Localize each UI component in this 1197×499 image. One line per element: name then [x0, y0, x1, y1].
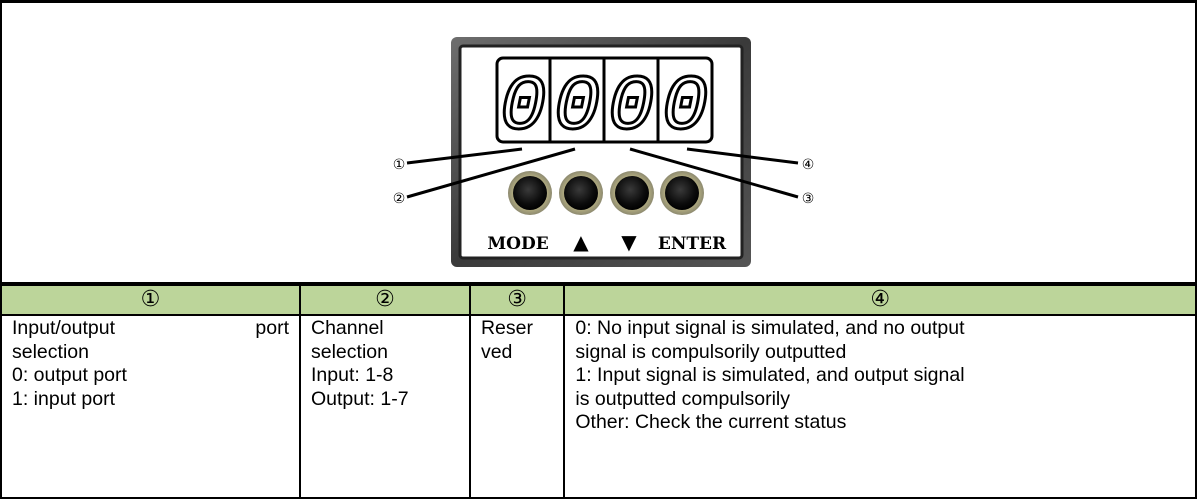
settings-table: ① ② ③ ④ Input/output port selection 0: o… [0, 284, 1197, 499]
mode-label: MODE [487, 234, 548, 254]
up-arrow-icon: ▲ [573, 230, 589, 254]
down-arrow-icon: ▼ [621, 230, 637, 254]
port-selection-cell: Input/output port selection 0: output po… [1, 315, 300, 498]
channel-selection-cell: Channel selection Input: 1-8 Output: 1-7 [300, 315, 470, 498]
channel-label-2: selection [311, 341, 459, 365]
port-option-output: 0: output port [12, 364, 289, 388]
table-header-row: ① ② ③ ④ [1, 285, 1196, 315]
reserved-text-1: Reser [481, 317, 553, 341]
signal-mode-line-5: Other: Check the current status [575, 411, 1185, 435]
channel-output-range: Output: 1-7 [311, 388, 459, 412]
port-selection-line: selection [12, 341, 289, 365]
port-option-input: 1: input port [12, 388, 289, 412]
port-selection-title-left: Input/output [12, 317, 115, 341]
down-button[interactable] [610, 171, 654, 215]
mode-button[interactable] [508, 171, 552, 215]
digit-4: 0 [662, 64, 709, 152]
reserved-text-2: ved [481, 341, 553, 365]
enter-button[interactable] [660, 171, 704, 215]
callout-marker-4: ④ [802, 157, 815, 173]
digit-2: 0 [554, 64, 601, 152]
panel-illustration: 0 0 0 0 ① ② ③ ④ [2, 3, 1195, 282]
panel-figure: 0 0 0 0 ① ② ③ ④ [2, 3, 1195, 282]
header-cell-2: ② [300, 285, 470, 315]
enter-label: ENTER [658, 234, 727, 254]
reserved-cell: Reser ved [470, 315, 564, 498]
callout-marker-2: ② [393, 191, 406, 207]
channel-label-1: Channel [311, 317, 459, 341]
port-selection-title-right: port [255, 317, 289, 341]
table-row: Input/output port selection 0: output po… [1, 315, 1196, 498]
header-cell-3: ③ [470, 285, 564, 315]
up-button[interactable] [559, 171, 603, 215]
header-cell-4: ④ [564, 285, 1196, 315]
channel-input-range: Input: 1-8 [311, 364, 459, 388]
callout-marker-3: ③ [802, 191, 815, 207]
digit-3: 0 [608, 64, 655, 152]
signal-mode-line-3: 1: Input signal is simulated, and output… [575, 364, 1185, 388]
port-selection-title: Input/output port [12, 317, 289, 341]
signal-mode-cell: 0: No input signal is simulated, and no … [564, 315, 1196, 498]
signal-mode-line-4: is outputted compulsorily [575, 388, 1185, 412]
digit-1: 0 [500, 64, 547, 152]
callout-marker-1: ① [393, 157, 406, 173]
signal-mode-line-2: signal is compulsorily outputted [575, 341, 1185, 365]
signal-mode-line-1: 0: No input signal is simulated, and no … [575, 317, 1185, 341]
signal-mode-0-text: 0: No input signal is simulated, and no … [575, 317, 964, 341]
header-cell-1: ① [1, 285, 300, 315]
